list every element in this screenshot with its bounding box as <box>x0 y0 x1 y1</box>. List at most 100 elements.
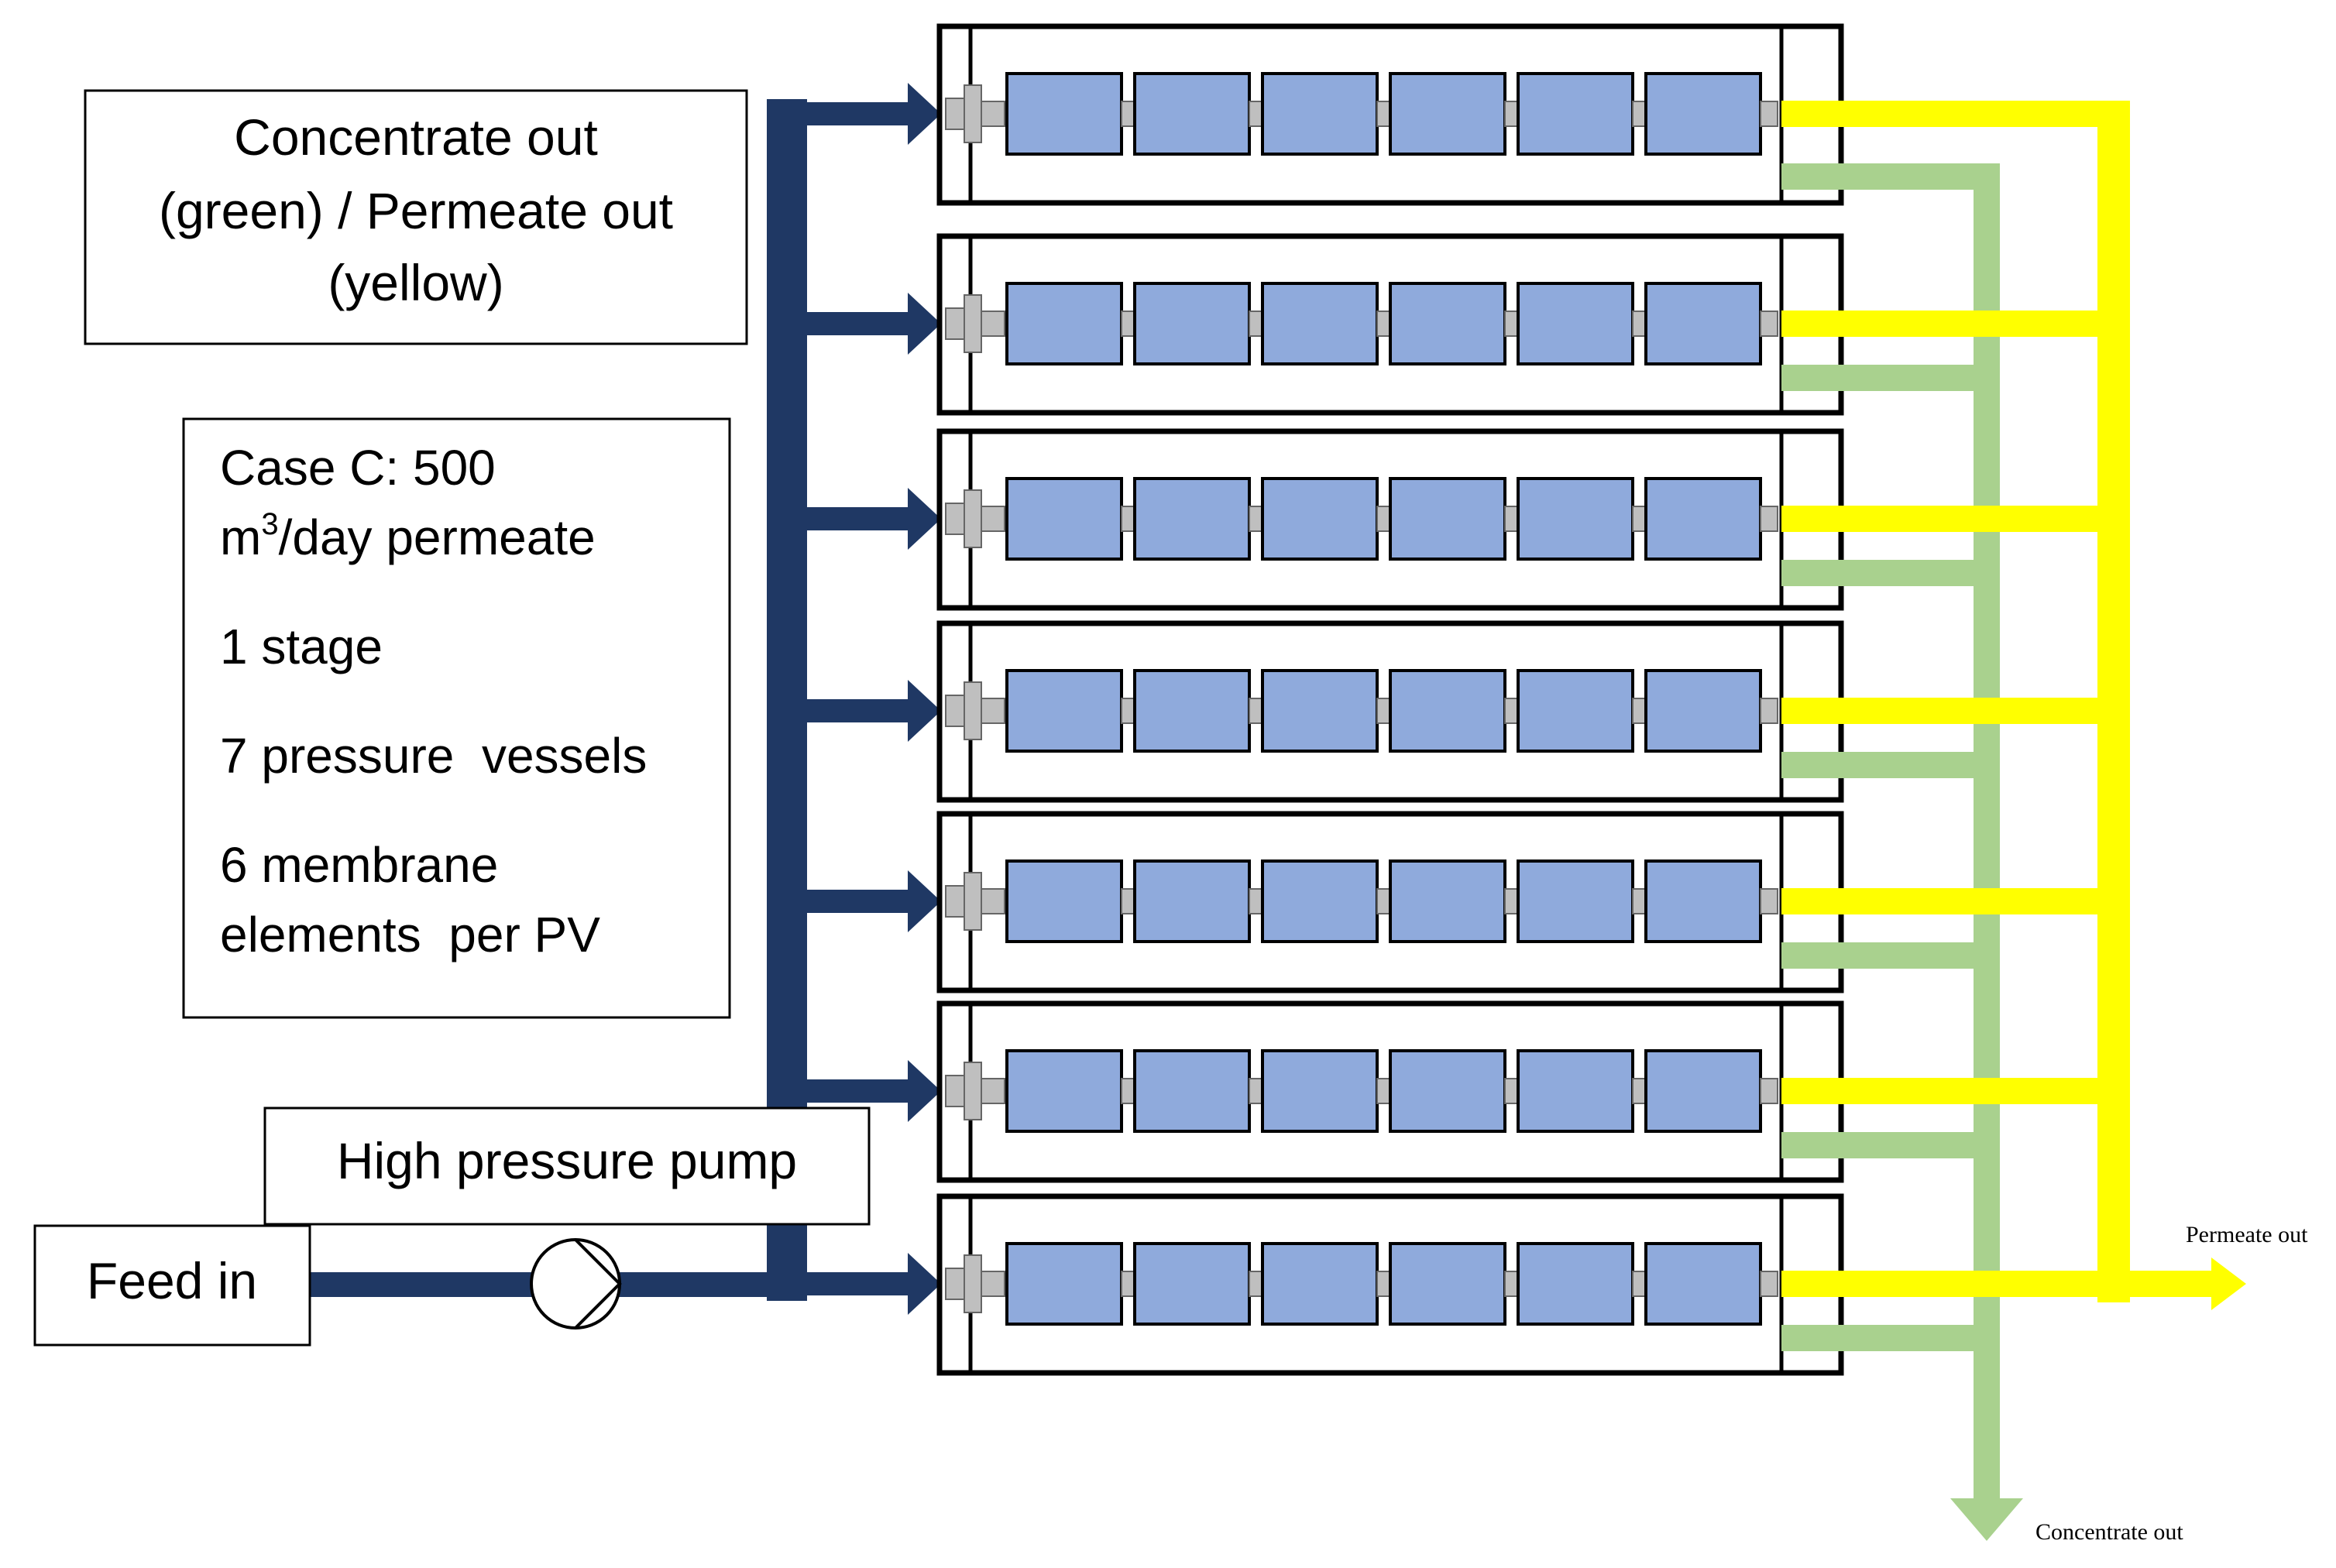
membrane-element <box>1644 669 1762 753</box>
case-description-box: Case C: 500 m3/day permeate 1 stage 7 pr… <box>182 417 731 1019</box>
element-connector <box>1376 1078 1391 1104</box>
case-stages: 1 stage <box>220 619 383 674</box>
membrane-element <box>1261 72 1379 156</box>
element-connector <box>1121 101 1135 127</box>
element-connector <box>1249 1078 1263 1104</box>
permeate-branch-pipe <box>1781 101 2130 127</box>
membrane-element <box>1005 1049 1123 1133</box>
feed-arrow <box>908 1060 941 1122</box>
membrane-element <box>1261 1049 1379 1133</box>
outlet-connector <box>1760 1078 1778 1104</box>
membrane-element <box>1261 477 1379 561</box>
pump-label: High pressure pump <box>337 1132 797 1189</box>
membrane-element <box>1389 1242 1506 1326</box>
membrane-element <box>1261 859 1379 943</box>
concentrate-branch-pipe <box>1781 1325 1984 1351</box>
feed-branch-pipe <box>798 102 914 125</box>
concentrate-branch-pipe <box>1781 752 1984 778</box>
membrane-element <box>1005 477 1123 561</box>
membrane-element <box>1005 669 1123 753</box>
concentrate-branch-pipe <box>1781 365 1984 391</box>
legend-line-2: (green) / Permeate out <box>159 182 673 239</box>
element-connector <box>1249 888 1263 914</box>
concentrate-branch-pipe <box>1781 1132 1984 1158</box>
legend-line-1: Concentrate out <box>234 108 598 166</box>
concentrate-branch-pipe <box>1781 560 1984 586</box>
feed-branch-pipe <box>798 1079 914 1103</box>
element-connector <box>1632 1271 1647 1297</box>
element-connector <box>1121 1078 1135 1104</box>
element-connector <box>1121 506 1135 532</box>
element-connector <box>1632 101 1647 127</box>
element-connector <box>1249 506 1263 532</box>
membrane-element <box>1005 72 1123 156</box>
element-connector <box>1632 506 1647 532</box>
feed-arrow <box>908 680 941 742</box>
membrane-element <box>1261 282 1379 365</box>
element-connector <box>1504 101 1519 127</box>
membrane-element <box>1261 1242 1379 1326</box>
feed-arrow <box>908 293 941 355</box>
concentrate-branch-pipe <box>1781 163 2000 190</box>
legend-box: Concentrate out (green) / Permeate out (… <box>84 89 748 345</box>
element-connector <box>1504 1078 1519 1104</box>
membrane-element <box>1133 669 1251 753</box>
membrane-element <box>1389 1049 1506 1133</box>
membrane-element <box>1133 859 1251 943</box>
pressure-vessel <box>936 1193 1844 1376</box>
membrane-element <box>1644 282 1762 365</box>
concentrate-out-label: Concentrate out <box>2035 1519 2183 1545</box>
membrane-element <box>1517 859 1634 943</box>
pressure-vessel <box>936 23 1844 206</box>
element-connector <box>1249 311 1263 337</box>
pressure-vessel <box>936 811 1844 993</box>
membrane-element <box>1517 282 1634 365</box>
case-vessels: 7 pressure vessels <box>220 728 647 784</box>
feed-arrow <box>908 488 941 550</box>
outlet-connector <box>1760 311 1778 337</box>
membrane-element <box>1005 282 1123 365</box>
element-connector <box>1376 698 1391 724</box>
permeate-branch-pipe <box>1781 311 2130 337</box>
element-connector <box>1121 888 1135 914</box>
feed-arrow <box>908 83 941 145</box>
feed-branch-pipe <box>798 699 914 722</box>
case-title-line-2: m3/day permeate <box>220 507 596 565</box>
element-connector <box>1504 1271 1519 1297</box>
membrane-element <box>1133 72 1251 156</box>
element-connector <box>1376 101 1391 127</box>
pressure-vessel <box>936 1000 1844 1183</box>
permeate-branch-pipe <box>1781 1078 2130 1104</box>
concentrate-header-pipe <box>1974 163 2000 1503</box>
membrane-element <box>1644 477 1762 561</box>
element-connector <box>1632 311 1647 337</box>
case-unit-suffix: /day permeate <box>279 510 596 565</box>
element-connector <box>1632 888 1647 914</box>
case-unit-prefix: m <box>220 510 261 565</box>
feed-arrow <box>908 1253 941 1315</box>
element-connector <box>1249 698 1263 724</box>
membrane-element <box>1133 1242 1251 1326</box>
membrane-element <box>1133 477 1251 561</box>
pump-label-box: High pressure pump <box>263 1107 871 1226</box>
feed-branch-pipe <box>798 890 914 913</box>
feed-branch-pipe <box>798 312 914 335</box>
element-connector <box>1632 1078 1647 1104</box>
feed-branch-pipe <box>798 1272 914 1295</box>
element-connector <box>1249 1271 1263 1297</box>
membrane-element <box>1644 1049 1762 1133</box>
pressure-vessel <box>936 233 1844 416</box>
element-connector <box>1504 311 1519 337</box>
membrane-element <box>1517 1049 1634 1133</box>
case-title-line-1: Case C: 500 <box>220 440 496 496</box>
pressure-vessel <box>936 620 1844 803</box>
element-connector <box>1504 888 1519 914</box>
membrane-element <box>1644 1242 1762 1326</box>
membrane-element <box>1517 669 1634 753</box>
membrane-element <box>1389 282 1506 365</box>
permeate-branch-pipe <box>1781 888 2130 914</box>
membrane-element <box>1389 859 1506 943</box>
permeate-out-label: Permeate out <box>2186 1222 2308 1247</box>
membrane-element <box>1261 669 1379 753</box>
concentrate-branch-pipe <box>1781 942 1984 969</box>
